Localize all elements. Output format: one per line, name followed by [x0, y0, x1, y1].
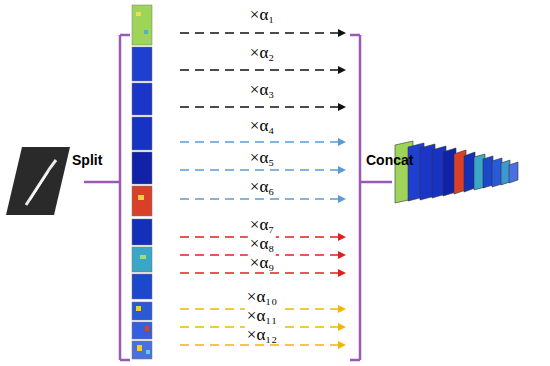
weight-label: ×α₁	[248, 6, 276, 23]
feature-strip	[132, 5, 152, 359]
weight-label: ×α₁₂	[245, 326, 279, 343]
weight-label: ×α₃	[248, 81, 276, 98]
weight-label: ×α₄	[248, 117, 276, 134]
input-target	[26, 160, 56, 205]
split-bracket	[84, 35, 130, 360]
weight-label: ×α₂	[248, 44, 276, 61]
weight-label: ×α₉	[248, 254, 276, 271]
weight-label: ×α₆	[248, 178, 276, 195]
concat-label: Concat	[366, 153, 413, 167]
input-image	[6, 147, 70, 215]
concat-bracket	[350, 35, 392, 360]
split-label: Split	[72, 153, 102, 167]
concat-stack	[395, 141, 518, 203]
weight-label: ×α₇	[248, 216, 276, 233]
weight-label: ×α₈	[248, 235, 276, 252]
weight-label: ×α₅	[248, 149, 276, 166]
arrow-heads	[338, 29, 346, 349]
weight-label: ×α₁₁	[245, 307, 279, 324]
input-target-core	[30, 172, 48, 200]
feature-texture	[136, 12, 150, 354]
weight-label: ×α₁₀	[245, 288, 279, 305]
weight-arrows	[180, 33, 338, 345]
